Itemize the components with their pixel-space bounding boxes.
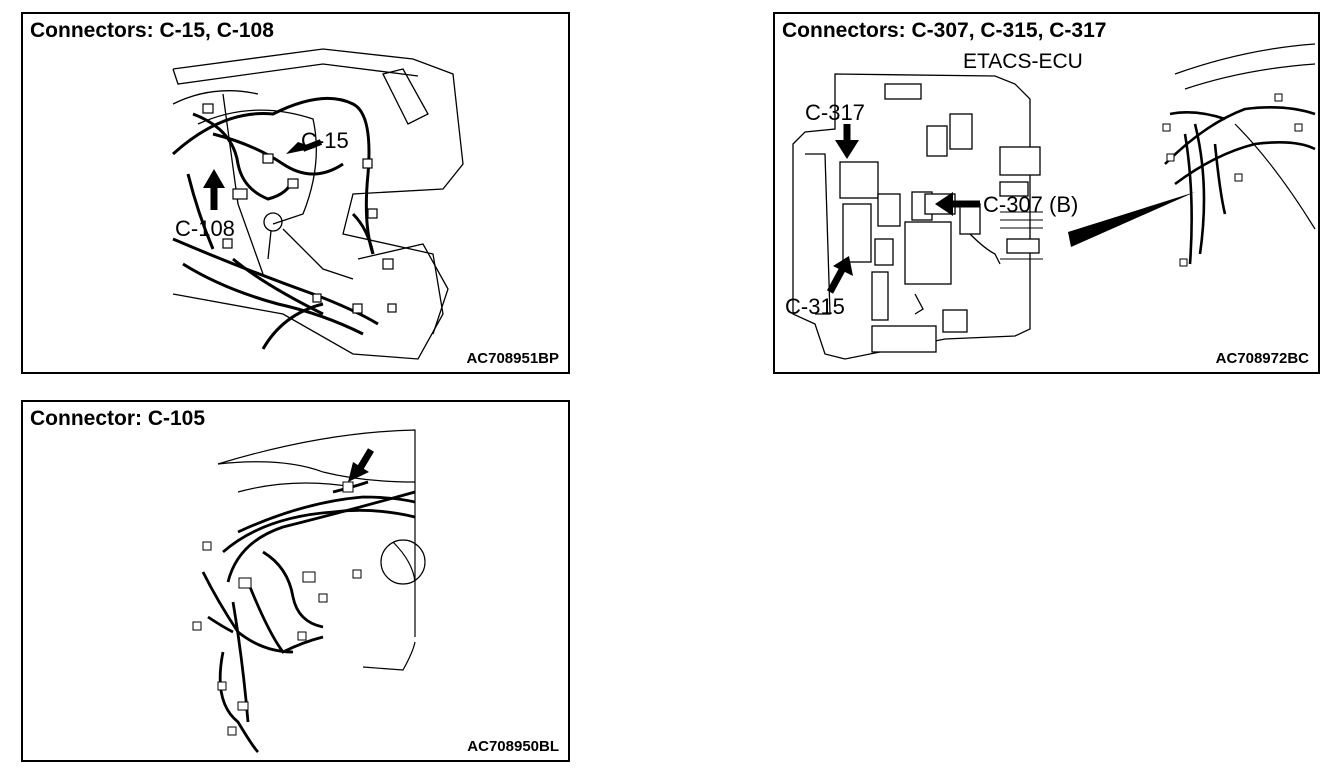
etacs-ecu-illustration: ETACS-ECU xyxy=(785,43,1316,360)
callout-c315: C-315 xyxy=(785,294,845,319)
callout-c307-b: C-307 (B) xyxy=(983,192,1078,217)
callout-c108: C-108 xyxy=(175,216,235,241)
figure-code: AC708972BC xyxy=(1215,350,1309,367)
dashboard-harness-illustration xyxy=(192,429,426,753)
panel-title: Connector: C-105 xyxy=(30,407,210,431)
ecu-subtitle: ETACS-ECU xyxy=(963,50,1083,73)
dashboard-harness-illustration: C-15 C-108 xyxy=(171,48,464,360)
callout-c317: C-317 xyxy=(805,100,865,125)
panel-title: Connectors: C-15, C-108 xyxy=(30,19,278,43)
diagram-panel-c15-c108: Connectors: C-15, C-108 xyxy=(21,12,570,374)
panel-title: Connectors: C-307, C-315, C-317 xyxy=(782,19,1111,43)
figure-code: AC708950BL xyxy=(467,738,559,755)
diagram-panel-c105: Connector: C-105 xyxy=(21,400,570,762)
callout-c15: C-15 xyxy=(301,128,349,153)
figure-code: AC708951BP xyxy=(466,350,559,367)
diagram-panel-c307-c315-c317: Connectors: C-307, C-315, C-317 ETACS-EC… xyxy=(773,12,1320,374)
